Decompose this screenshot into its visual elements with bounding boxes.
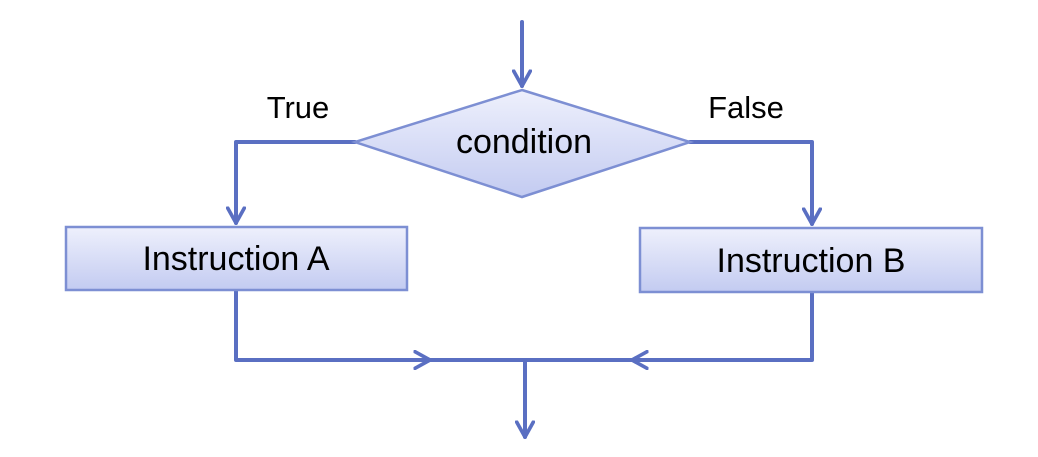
decision-node: condition [350, 88, 695, 199]
decision-label: condition [456, 123, 592, 161]
instruction-a-box [64, 225, 409, 292]
instruction-b-box [638, 226, 984, 294]
connectors [234, 20, 814, 439]
false-branch-arrow [688, 140, 812, 226]
decision-diamond [350, 88, 695, 199]
true-branch-arrow [236, 140, 357, 225]
instruction-b-node: Instruction B [638, 226, 984, 294]
instruction-a-label: Instruction A [142, 240, 329, 278]
true-label: True [267, 90, 330, 125]
instruction-b-label: Instruction B [717, 242, 906, 280]
instruction-a-node: Instruction A [64, 225, 409, 292]
false-label: False [708, 90, 784, 125]
merge-arrow-from-b [630, 290, 814, 360]
merge-arrow-from-a [234, 288, 432, 360]
